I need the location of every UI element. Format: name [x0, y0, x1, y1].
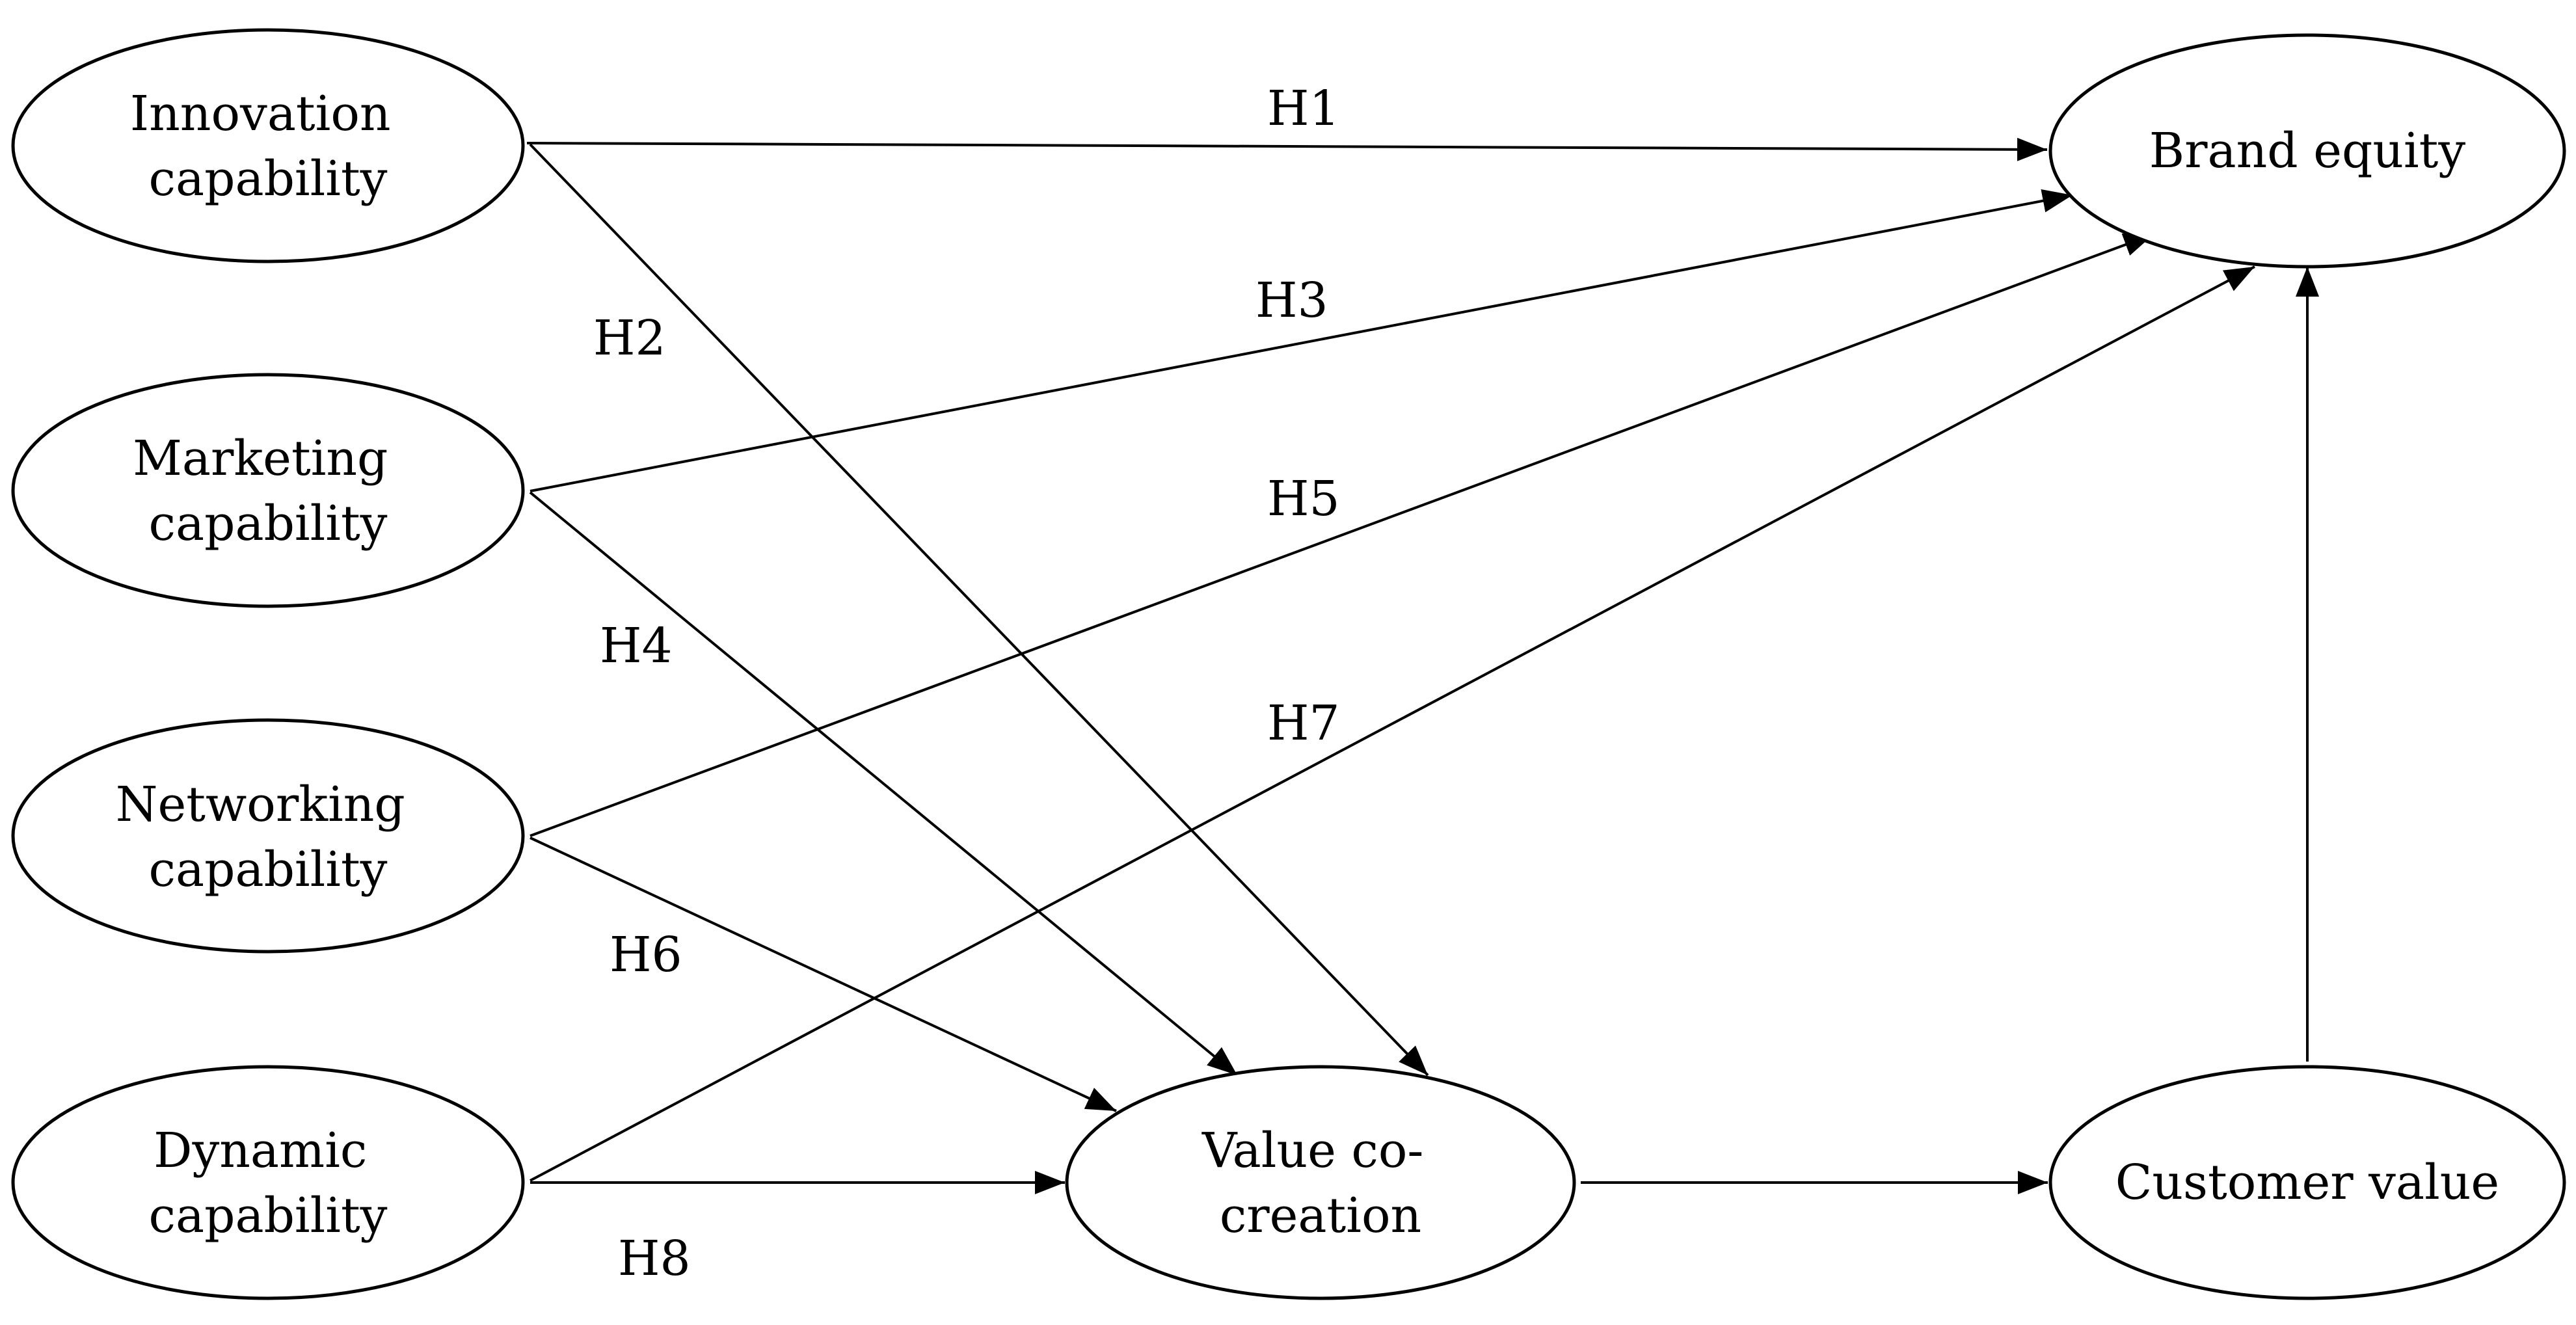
- node-dynamic-capability-line-1: Dynamic: [154, 1123, 367, 1179]
- edges: [526, 137, 2319, 1194]
- edge-label-h4: H4: [600, 618, 673, 674]
- node-customer-value-label: Customer value: [2115, 1155, 2499, 1211]
- node-brand-equity: Brand equity: [2048, 33, 2566, 269]
- edge-h1-innovation-to-brand-equity: [526, 137, 2048, 161]
- node-innovation-capability-line-2: capability: [149, 151, 388, 207]
- node-dynamic-capability: Dynamic capability: [11, 1065, 525, 1300]
- node-marketing-capability-line-2: capability: [149, 496, 388, 552]
- node-value-cocreation: Value co- creation: [1065, 1065, 1576, 1300]
- node-marketing-capability-label: Marketing capability: [133, 431, 403, 552]
- edge-label-h5: H5: [1267, 471, 1340, 527]
- node-innovation-capability: Innovation capability: [11, 28, 525, 263]
- node-networking-capability-label: Networking capability: [116, 777, 421, 898]
- node-dynamic-capability-label: Dynamic capability: [149, 1123, 388, 1244]
- edge-h6-networking-to-value-cocreation: [530, 836, 1117, 1112]
- edge-label-h3: H3: [1255, 273, 1328, 328]
- node-networking-capability-line-1: Networking: [116, 777, 405, 833]
- edge-h3-marketing-to-brand-equity: [530, 189, 2073, 492]
- node-networking-capability-ellipse: [11, 718, 525, 954]
- node-networking-capability-line-2: capability: [149, 842, 388, 898]
- node-brand-equity-label: Brand equity: [2149, 123, 2466, 179]
- edge-labels: H1 H2 H3 H4 H5 H6 H7 H8: [593, 81, 1340, 1287]
- node-innovation-capability-ellipse: [11, 28, 525, 263]
- node-marketing-capability-line-1: Marketing: [133, 431, 388, 487]
- edge-h4-marketing-to-value-cocreation: [529, 491, 1239, 1077]
- node-customer-value: Customer value: [2048, 1065, 2566, 1300]
- edge-label-h2: H2: [593, 310, 666, 366]
- node-value-cocreation-label: Value co- creation: [1201, 1123, 1439, 1244]
- node-innovation-capability-label: Innovation capability: [130, 86, 406, 207]
- node-value-cocreation-line-1: Value co-: [1201, 1123, 1423, 1179]
- edge-label-h6: H6: [610, 927, 682, 983]
- edge-h5-networking-to-brand-equity: [530, 233, 2154, 837]
- node-innovation-capability-line-1: Innovation: [130, 86, 391, 142]
- node-marketing-capability: Marketing capability: [11, 373, 525, 608]
- node-marketing-capability-ellipse: [11, 373, 525, 608]
- edge-label-h7: H7: [1267, 695, 1340, 751]
- node-networking-capability: Networking capability: [11, 718, 525, 954]
- node-dynamic-capability-line-2: capability: [149, 1188, 388, 1244]
- node-value-cocreation-line-2: creation: [1220, 1188, 1421, 1244]
- node-customer-value-ellipse: [2048, 1065, 2566, 1300]
- edge-h7-dynamic-to-brand-equity: [530, 265, 2255, 1182]
- edge-label-h1: H1: [1267, 81, 1340, 137]
- node-dynamic-capability-ellipse: [11, 1065, 525, 1300]
- edge-h2-innovation-to-value-cocreation: [529, 143, 1429, 1077]
- node-brand-equity-ellipse: [2048, 33, 2566, 269]
- node-value-cocreation-ellipse: [1065, 1065, 1576, 1300]
- edge-label-h8: H8: [618, 1231, 691, 1287]
